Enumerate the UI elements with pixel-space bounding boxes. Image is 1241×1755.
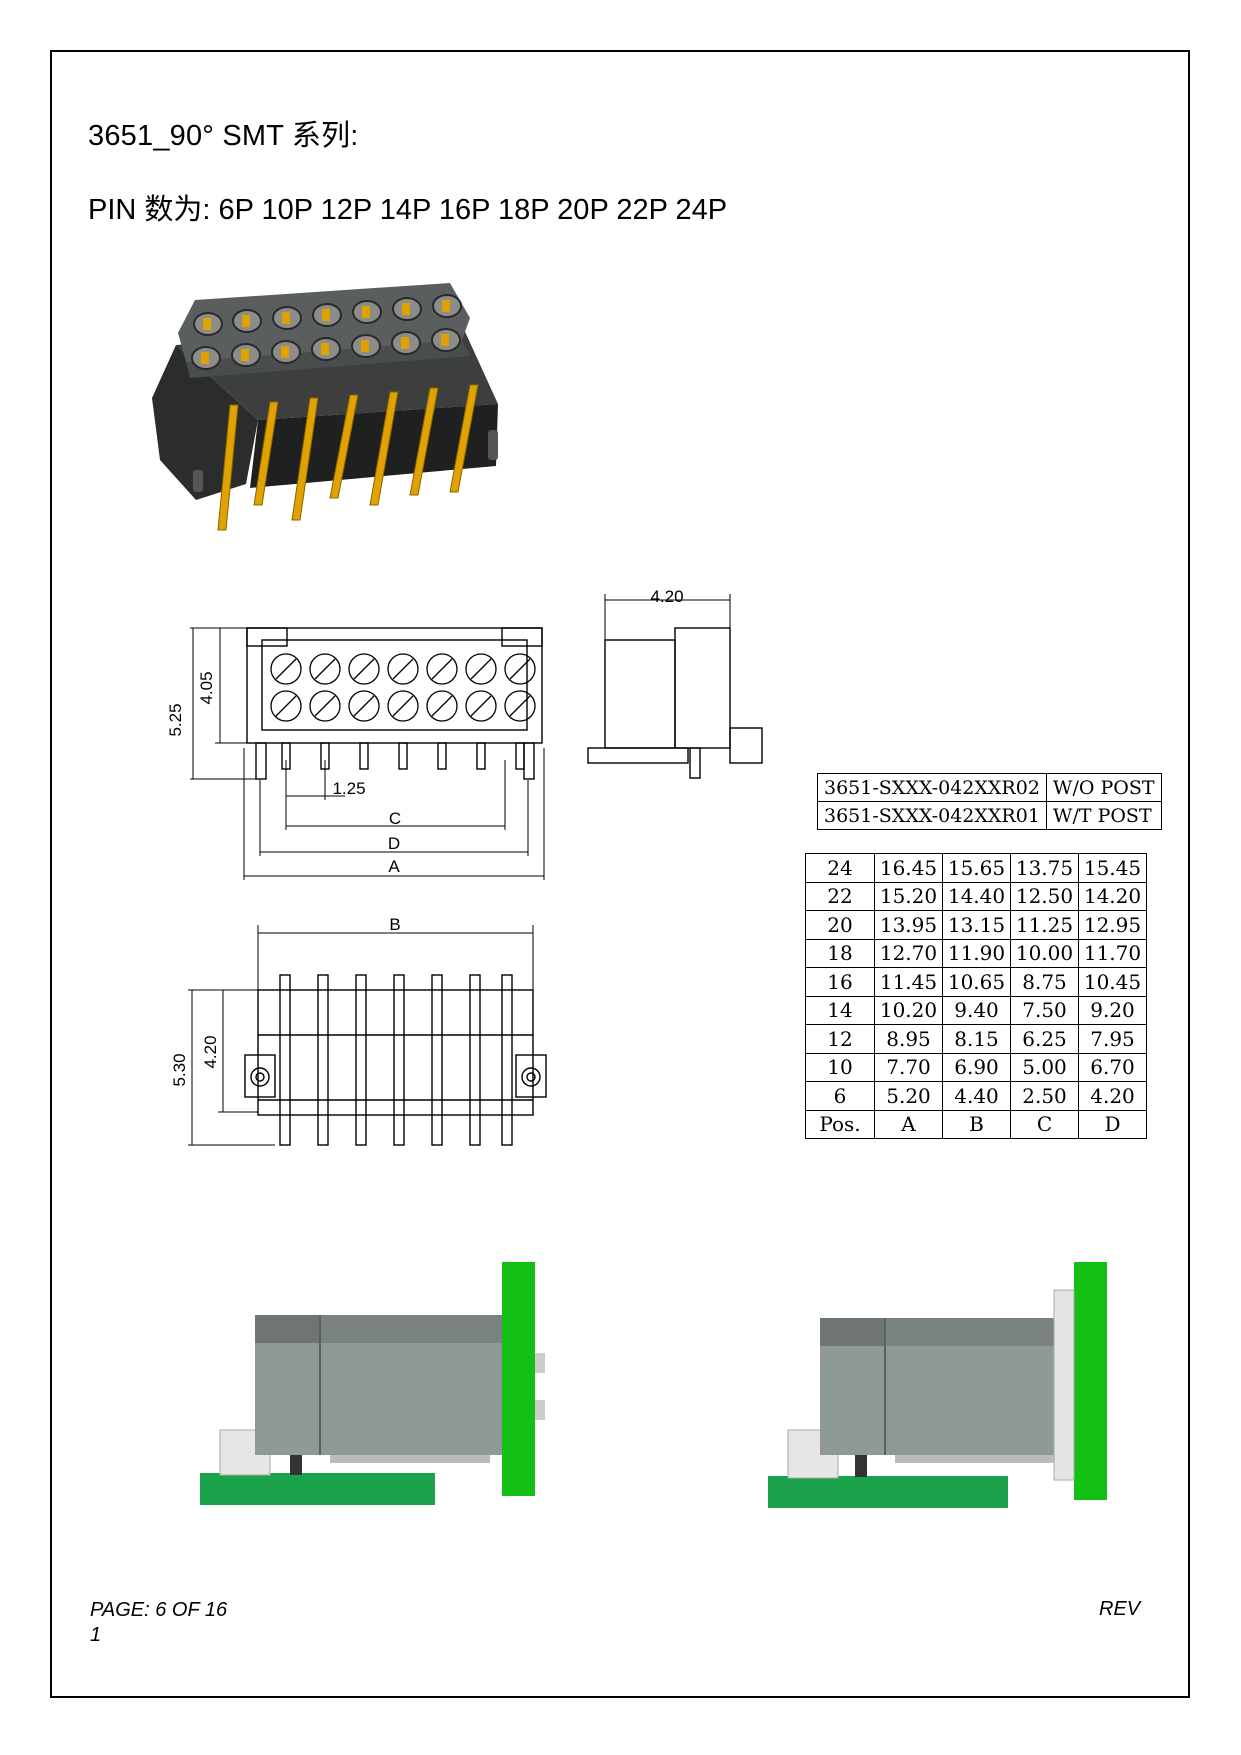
d-cell: 9.20 — [1078, 995, 1147, 1025]
bottom-view-drawing — [188, 925, 547, 1146]
c-cell: 8.75 — [1010, 967, 1079, 997]
d-cell: 12.95 — [1078, 910, 1147, 940]
part-number-table: 3651-SXXX-042XXR02 W/O POST 3651-SXXX-04… — [817, 773, 1162, 830]
b-cell: 8.15 — [942, 1024, 1011, 1054]
page-number-line: PAGE: 6 OF 16 — [90, 1599, 228, 1621]
dim-a-label: A — [388, 857, 400, 876]
a-cell: 7.70 — [874, 1052, 943, 1082]
page-number: PAGE: 6 OF 16 1 — [90, 1598, 227, 1648]
mounted-render-right — [768, 1262, 1107, 1508]
d-cell: 14.20 — [1078, 881, 1147, 911]
mounted-render-left — [200, 1262, 545, 1505]
dim-4-20-bottom: 4.20 — [201, 1035, 220, 1068]
revision-label: REV — [1099, 1598, 1141, 1620]
dim-5-30: 5.30 — [170, 1053, 189, 1086]
b-cell: 4.40 — [942, 1081, 1011, 1111]
d-cell: 11.70 — [1078, 938, 1147, 968]
c-cell: 5.00 — [1010, 1052, 1079, 1082]
option-cell: W/O POST — [1045, 773, 1162, 802]
table-row: 3651-SXXX-042XXR01 W/T POST — [817, 801, 1162, 830]
page-border — [50, 50, 1190, 1698]
a-cell: 16.45 — [874, 853, 943, 883]
d-cell: 7.95 — [1078, 1024, 1147, 1054]
header-pos: Pos. — [805, 1109, 875, 1139]
b-cell: 10.65 — [942, 967, 1011, 997]
dim-b-label: B — [389, 915, 400, 934]
c-cell: 10.00 — [1010, 938, 1079, 968]
front-leads — [255, 742, 535, 780]
c-cell: 11.25 — [1010, 910, 1079, 940]
dim-4-20-side: 4.20 — [650, 587, 683, 606]
a-cell: 12.70 — [874, 938, 943, 968]
header-d: D — [1078, 1109, 1147, 1139]
part-number-cell: 3651-SXXX-042XXR01 — [817, 801, 1047, 830]
pos-cell: 14 — [805, 995, 875, 1025]
option-cell: W/T POST — [1045, 801, 1162, 830]
pos-cell: 16 — [805, 967, 875, 997]
c-cell: 12.50 — [1010, 881, 1079, 911]
b-cell: 15.65 — [942, 853, 1011, 883]
a-cell: 8.95 — [874, 1024, 943, 1054]
front-view-drawing — [190, 627, 545, 880]
c-cell: 2.50 — [1010, 1081, 1079, 1111]
header-a: A — [874, 1109, 943, 1139]
a-cell: 15.20 — [874, 881, 943, 911]
header-c: C — [1010, 1109, 1079, 1139]
b-cell: 9.40 — [942, 995, 1011, 1025]
bottom-leads — [279, 974, 513, 1146]
a-cell: 11.45 — [874, 967, 943, 997]
d-cell: 4.20 — [1078, 1081, 1147, 1111]
contact-slots — [270, 653, 536, 722]
a-cell: 10.20 — [874, 995, 943, 1025]
b-cell: 13.15 — [942, 910, 1011, 940]
pos-cell: 22 — [805, 881, 875, 911]
c-cell: 13.75 — [1010, 853, 1079, 883]
table-row: 3651-SXXX-042XXR02 W/O POST — [817, 773, 1162, 802]
connector-3d-render — [152, 283, 498, 531]
pos-cell: 6 — [805, 1081, 875, 1111]
b-cell: 14.40 — [942, 881, 1011, 911]
pos-cell: 12 — [805, 1024, 875, 1054]
pos-cell: 20 — [805, 910, 875, 940]
dim-pitch: 1.25 — [332, 779, 365, 798]
part-number-cell: 3651-SXXX-042XXR02 — [817, 773, 1047, 802]
pin-count-line: PIN 数为: 6P 10P 12P 14P 16P 18P 20P 22P 2… — [88, 194, 728, 226]
dim-4-05: 4.05 — [197, 671, 216, 704]
c-cell: 7.50 — [1010, 995, 1079, 1025]
header-b: B — [942, 1109, 1011, 1139]
c-cell: 6.25 — [1010, 1024, 1079, 1054]
d-cell: 15.45 — [1078, 853, 1147, 883]
d-cell: 6.70 — [1078, 1052, 1147, 1082]
b-cell: 11.90 — [942, 938, 1011, 968]
pos-cell: 10 — [805, 1052, 875, 1082]
dim-c-label: C — [389, 809, 401, 828]
d-cell: 10.45 — [1078, 967, 1147, 997]
a-cell: 5.20 — [874, 1081, 943, 1111]
page-title: 3651_90° SMT 系列: — [88, 120, 359, 152]
page-number-cont: 1 — [90, 1624, 102, 1646]
side-view-drawing — [587, 594, 763, 779]
b-cell: 6.90 — [942, 1052, 1011, 1082]
dim-d-label: D — [388, 834, 400, 853]
pos-cell: 24 — [805, 853, 875, 883]
pos-cell: 18 — [805, 938, 875, 968]
dim-5-25: 5.25 — [166, 703, 185, 736]
a-cell: 13.95 — [874, 910, 943, 940]
